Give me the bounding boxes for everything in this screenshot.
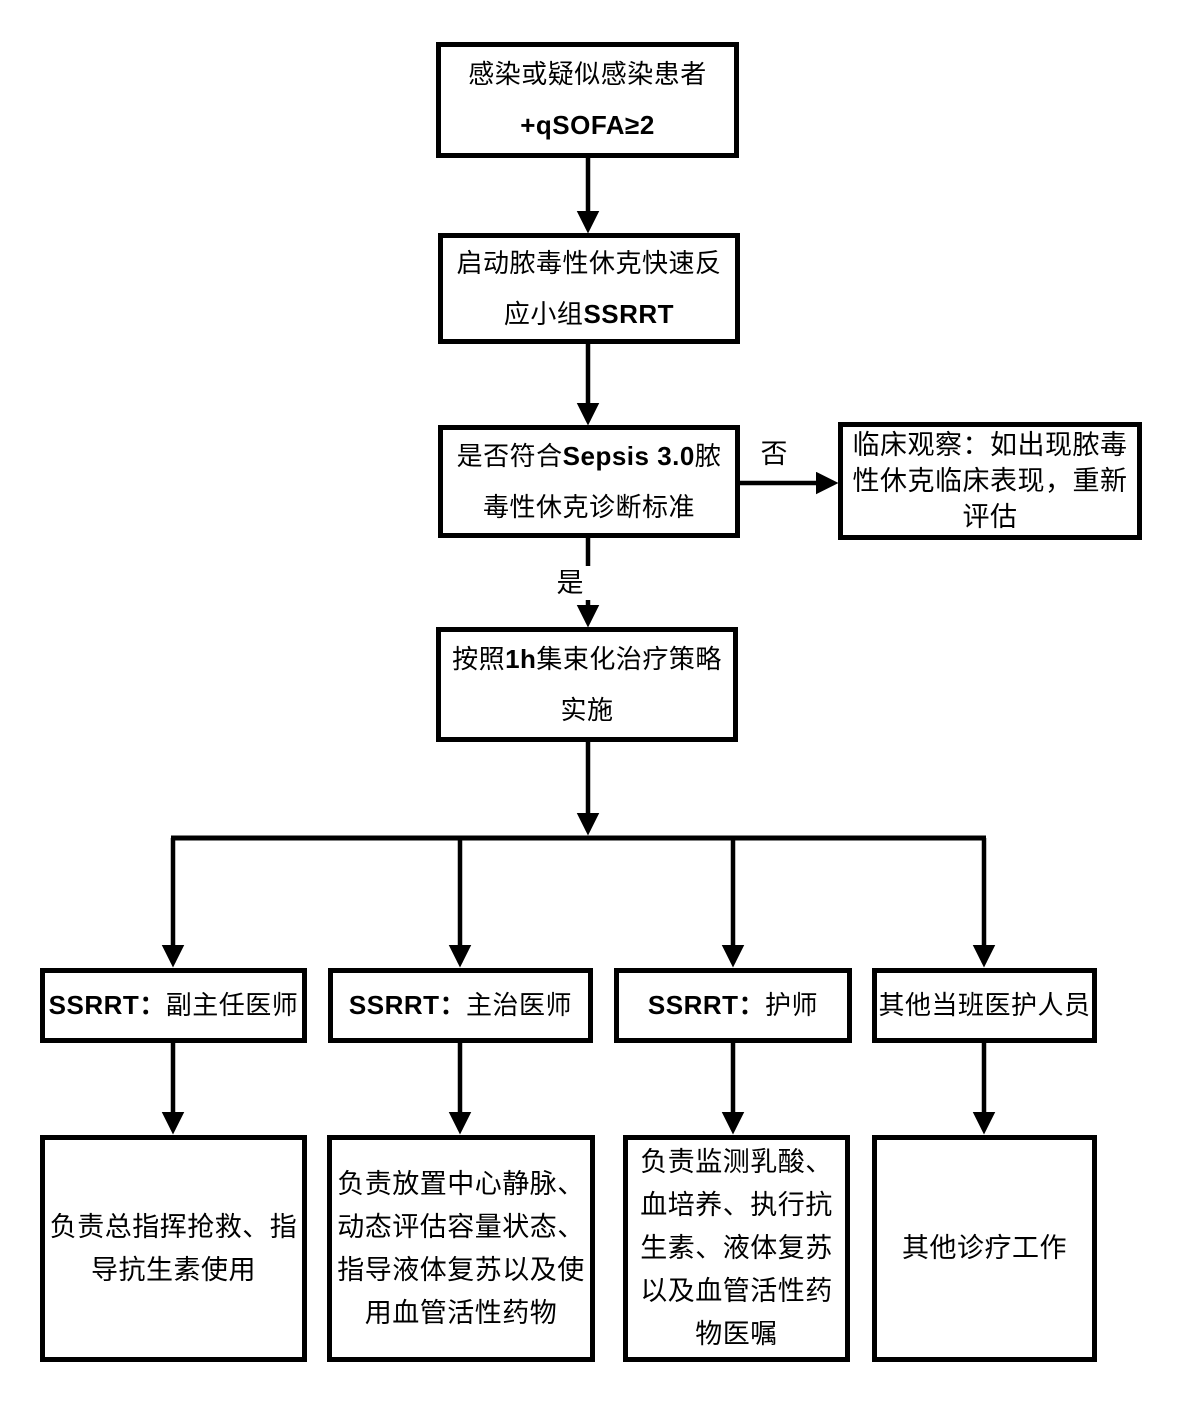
role-1-ssrrt-label: SSRRT： bbox=[48, 990, 166, 1020]
role-3-ssrrt-label: SSRRT： bbox=[647, 990, 766, 1020]
role-2-title: 主治医师 bbox=[466, 991, 573, 1020]
role-4-title: 其他当班医护人员 bbox=[878, 991, 1091, 1020]
role-2-ssrrt-label: SSRRT： bbox=[348, 990, 467, 1020]
duty-3-text: 负责监测乳酸、血培养、执行抗生素、液体复苏以及血管活性药物医嘱 bbox=[640, 1147, 833, 1349]
role-1-title: 副主任医师 bbox=[165, 991, 299, 1020]
node-duty-central-line-fluid: 负责放置中心静脉、动态评估容量状态、指导液体复苏以及使用血管活性药物 bbox=[327, 1135, 595, 1362]
node-decision-sepsis3: 是否符合Sepsis 3.0脓 毒性休克诊断标准 bbox=[438, 425, 740, 538]
node-duty-lactate-orders: 负责监测乳酸、血培养、执行抗生素、液体复苏以及血管活性药物医嘱 bbox=[623, 1135, 850, 1362]
node-1h-bundle: 按照1h集束化治疗策略 实施 bbox=[436, 627, 738, 742]
node-activate-ssrrt: 启动脓毒性休克快速反 应小组SSRRT bbox=[438, 233, 740, 344]
patient-text: 感染或疑似感染患者 bbox=[468, 60, 707, 89]
observe-text: 临床观察：如出现脓毒性休克临床表现，重新评估 bbox=[852, 430, 1128, 532]
node-role-deputy-chief-physician: SSRRT：副主任医师 bbox=[40, 968, 307, 1043]
role-3-title: 护师 bbox=[765, 991, 819, 1020]
edge-label-no: 否 bbox=[747, 437, 801, 471]
node-role-other-staff: 其他当班医护人员 bbox=[872, 968, 1097, 1043]
decision-text-line2: 毒性休克诊断标准 bbox=[482, 492, 695, 522]
activate-text-line2: 应小组SSRRT bbox=[503, 298, 675, 329]
bundle-text-line2: 实施 bbox=[560, 695, 614, 725]
node-duty-command-rescue: 负责总指挥抢救、指导抗生素使用 bbox=[40, 1135, 307, 1362]
node-role-attending-physician: SSRRT：主治医师 bbox=[328, 968, 593, 1043]
node-clinical-observe: 临床观察：如出现脓毒性休克临床表现，重新评估 bbox=[838, 422, 1142, 540]
duty-2-text: 负责放置中心静脉、动态评估容量状态、指导液体复苏以及使用血管活性药物 bbox=[337, 1168, 585, 1328]
decision-text-line1: 是否符合Sepsis 3.0脓 bbox=[456, 440, 722, 471]
duty-4-text: 其他诊疗工作 bbox=[902, 1233, 1067, 1263]
duty-1-text: 负责总指挥抢救、指导抗生素使用 bbox=[49, 1211, 298, 1285]
bundle-text-line1: 按照1h集束化治疗策略 bbox=[452, 643, 722, 674]
edge-label-yes: 是 bbox=[543, 566, 597, 600]
node-patient: 感染或疑似感染患者 +qSOFA≥2 bbox=[436, 42, 739, 158]
activate-text-line1: 启动脓毒性休克快速反 bbox=[456, 248, 722, 278]
node-duty-other-care: 其他诊疗工作 bbox=[872, 1135, 1097, 1362]
node-role-nurse: SSRRT：护师 bbox=[614, 968, 852, 1043]
patient-qsofa-text: +qSOFA≥2 bbox=[520, 110, 655, 140]
